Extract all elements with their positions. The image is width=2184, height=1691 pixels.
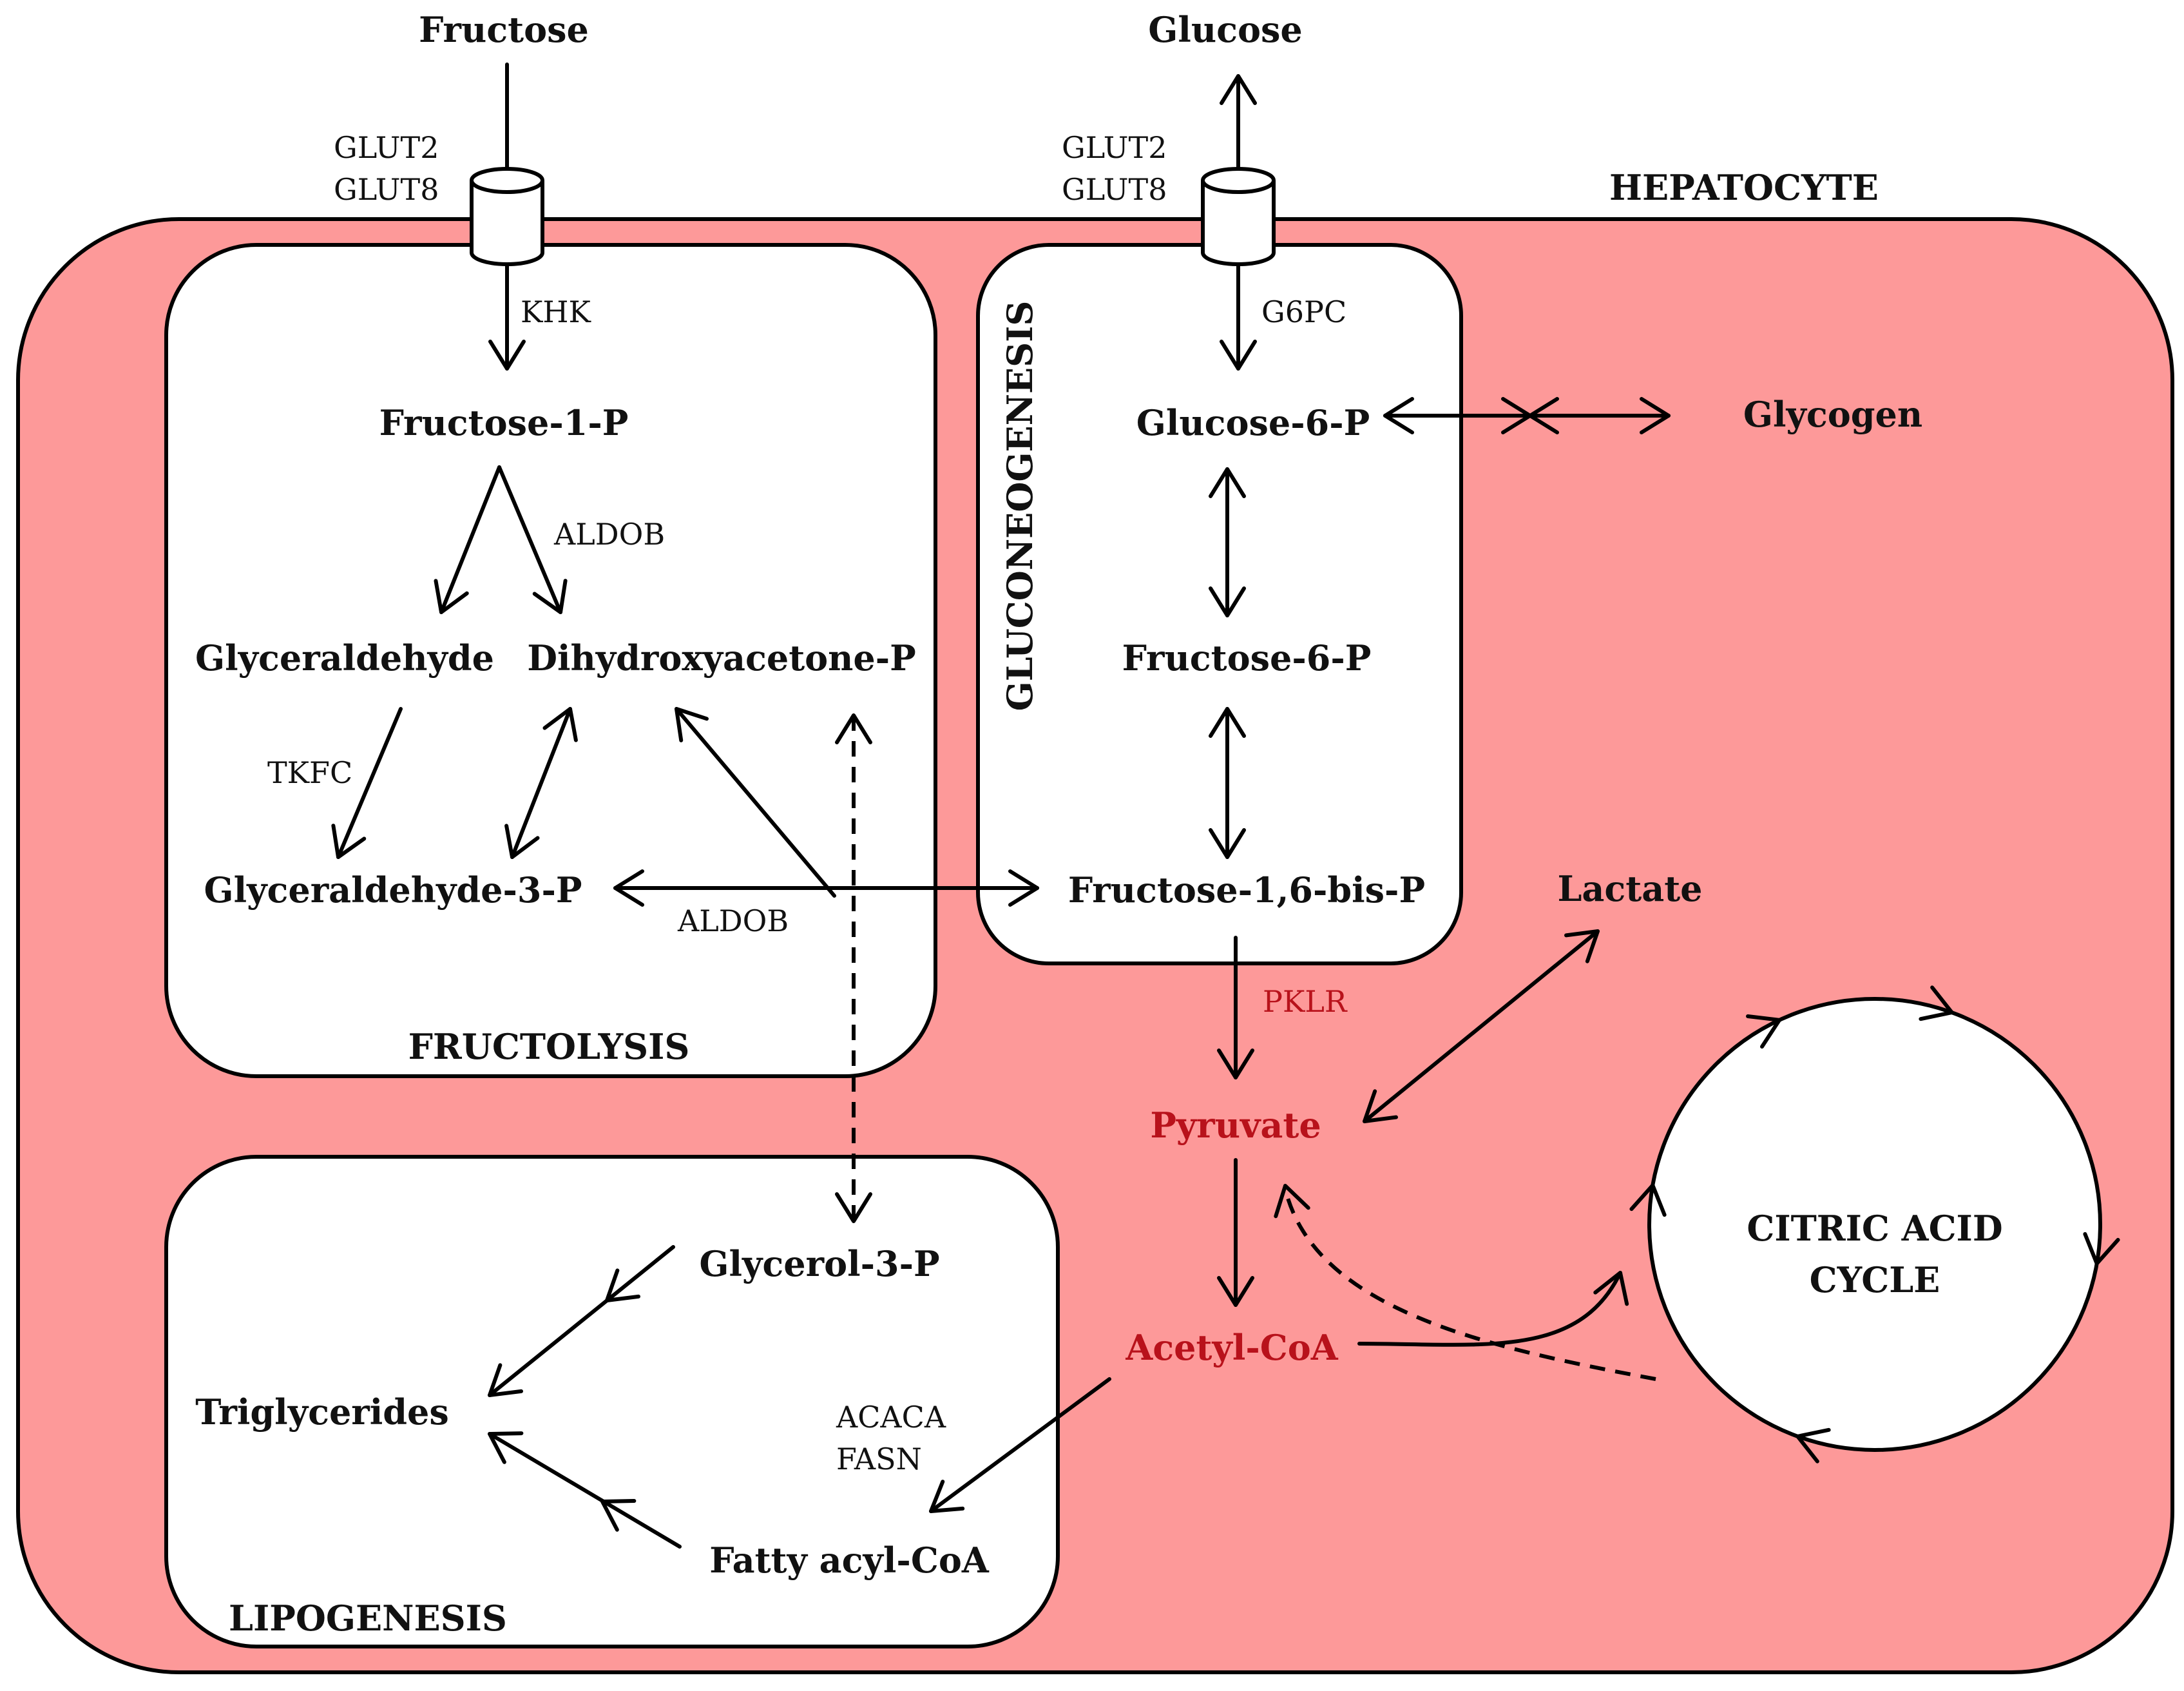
gluconeogenesis-title: GLUCONEOGENESIS <box>999 301 1040 711</box>
glycerol3p-triglycerides-arrow-end-head <box>488 1363 524 1397</box>
transporter-right-glut2: GLUT2 <box>1062 130 1167 165</box>
pklr-arrow-end-head <box>1217 1048 1254 1079</box>
acetyl-coa-label: Acetyl-CoA <box>1125 1327 1338 1368</box>
acetylcoa-fattyacyl-arrow <box>929 1377 1111 1513</box>
enzyme-g6pc: G6PC <box>1261 295 1346 329</box>
lipogenesis-title: LIPOGENESIS <box>229 1598 507 1639</box>
fructose1p-to-dhap-arrow-end-head <box>532 579 568 614</box>
pyruvate-label: Pyruvate <box>1150 1105 1321 1146</box>
enzyme-khk: KHK <box>521 295 591 329</box>
tkfc-arrow-end-head <box>331 824 367 859</box>
fructose-6p-label: Fructose-6-P <box>1122 637 1372 679</box>
pyruvate-lactate-arrow <box>1363 929 1600 1123</box>
dhap-glycerol3p-arrow-end-head <box>835 1192 872 1223</box>
glucose-6p-label: Glucose-6-P <box>1136 402 1370 443</box>
acetylcoa-tca-curve <box>1357 1271 1622 1347</box>
enzyme-fasn: FASN <box>836 1442 922 1476</box>
glycerol3p-triglycerides-arrow <box>488 1245 675 1397</box>
fructose1p-to-glyceraldehyde-arrow <box>439 465 501 614</box>
f6p-f16bp-arrow-start-head <box>1209 707 1246 738</box>
tca-direction-mark-1-head <box>2083 1232 2120 1266</box>
acetylcoa-tca-curve-end-head <box>1593 1271 1629 1306</box>
tca-pyruvate-dashed-curve <box>1283 1188 1656 1381</box>
g3p-f16bp-arrow-end-head <box>1008 869 1039 907</box>
glucose-export-arrow-end-head <box>1220 74 1257 105</box>
pyruvate-lactate-arrow-end-head <box>1564 929 1600 963</box>
dhap-g3p-arrow <box>510 707 572 859</box>
fructose-16bp-label: Fructose-1,6-bis-P <box>1068 869 1425 911</box>
f6p-f16bp-arrow-end-head <box>1209 828 1246 859</box>
g6p-f6p-arrow-start-head <box>1209 467 1246 498</box>
enzyme-pklr: PKLR <box>1263 984 1348 1019</box>
fructolysis-compartment <box>164 243 937 1078</box>
g3p-f16bp-arrow-start-head <box>613 869 644 907</box>
fructose1p-to-dhap-arrow <box>497 465 562 614</box>
dhap-g3p-arrow-end-head <box>504 824 540 859</box>
pyruvate-acetylcoa-arrow-end-head <box>1217 1276 1254 1307</box>
fatty-acyl-coa-label: Fatty acyl-CoA <box>709 1540 990 1581</box>
enzyme-aldob-top: ALDOB <box>553 517 665 552</box>
fructose1p-to-glyceraldehyde-arrow-end-head <box>434 579 469 614</box>
g6pc-arrow-end-head <box>1220 340 1257 371</box>
dhap-glycerol3p-arrow-start-head <box>835 713 872 744</box>
transporter-left-glut8: GLUT8 <box>334 172 439 207</box>
transporter-left-glut2: GLUT2 <box>334 130 439 165</box>
glyceraldehyde-3p-label: Glyceraldehyde-3-P <box>204 869 582 911</box>
citric-acid-cycle-line1: CITRIC ACID <box>1747 1208 2002 1249</box>
tca-pyruvate-dashed-curve-end-head <box>1274 1184 1310 1219</box>
g6p-glycogen-arrow-2-end-head <box>1640 397 1671 434</box>
citric-acid-cycle-circle <box>1647 997 2102 1452</box>
fattyacyl-triglycerides-arrow-end-head <box>488 1431 524 1464</box>
glycogen-label: Glycogen <box>1743 394 1922 435</box>
pyruvate-lactate-arrow-start-head <box>1363 1089 1398 1123</box>
fructose-external-label: Fructose <box>419 9 589 50</box>
glyceraldehyde-label: Glyceraldehyde <box>195 637 494 679</box>
fructolysis-title: FRUCTOLYSIS <box>408 1026 690 1067</box>
tca-direction-mark-2-head <box>1796 1427 1831 1464</box>
tkfc-arrow <box>336 707 403 859</box>
glut-transporter-right-icon <box>1201 167 1276 266</box>
fattyacyl-triglycerides-arrow <box>488 1432 682 1549</box>
tca-direction-mark-4-head <box>1746 1014 1782 1049</box>
tca-direction-mark-0-head <box>1919 985 1954 1021</box>
fattyacyl-triglycerides-mid-head <box>600 1499 637 1532</box>
f16bp-to-dhap-arrow <box>675 707 836 898</box>
f16bp-to-dhap-arrow-end-head <box>675 707 709 742</box>
g6p-glycogen-arrow-1-start-head <box>1383 397 1414 434</box>
citric-acid-cycle-line2: CYCLE <box>1810 1259 1940 1300</box>
glucose-external-label: Glucose <box>1148 9 1303 50</box>
lipogenesis-compartment <box>164 1155 1060 1648</box>
glycerol3p-triglycerides-mid-head <box>605 1268 641 1302</box>
glycerol-3p-label: Glycerol-3-P <box>699 1243 939 1284</box>
g6p-f6p-arrow-end-head <box>1209 586 1246 617</box>
glut-transporter-left-icon <box>470 167 544 266</box>
dhap-label: Dihydroxyacetone-P <box>527 637 916 679</box>
triglycerides-label: Triglycerides <box>195 1391 449 1433</box>
tca-direction-mark-3-head <box>1629 1183 1667 1217</box>
g6p-glycogen-arrow-2-start-head <box>1528 397 1559 434</box>
lactate-label: Lactate <box>1557 868 1702 909</box>
reaction-arrows <box>331 63 2120 1549</box>
transporter-right-glut8: GLUT8 <box>1062 172 1167 207</box>
acetylcoa-fattyacyl-arrow-end-head <box>929 1480 965 1513</box>
enzyme-aldob-bottom: ALDOB <box>677 903 789 938</box>
enzyme-tkfc: TKFC <box>267 755 352 790</box>
enzyme-acaca: ACACA <box>836 1400 946 1435</box>
hepatocyte-label: HEPATOCYTE <box>1609 167 1879 208</box>
dhap-g3p-arrow-start-head <box>542 707 578 742</box>
fructose-1p-label: Fructose-1-P <box>379 402 629 443</box>
khk-arrow-end-head <box>488 340 526 371</box>
